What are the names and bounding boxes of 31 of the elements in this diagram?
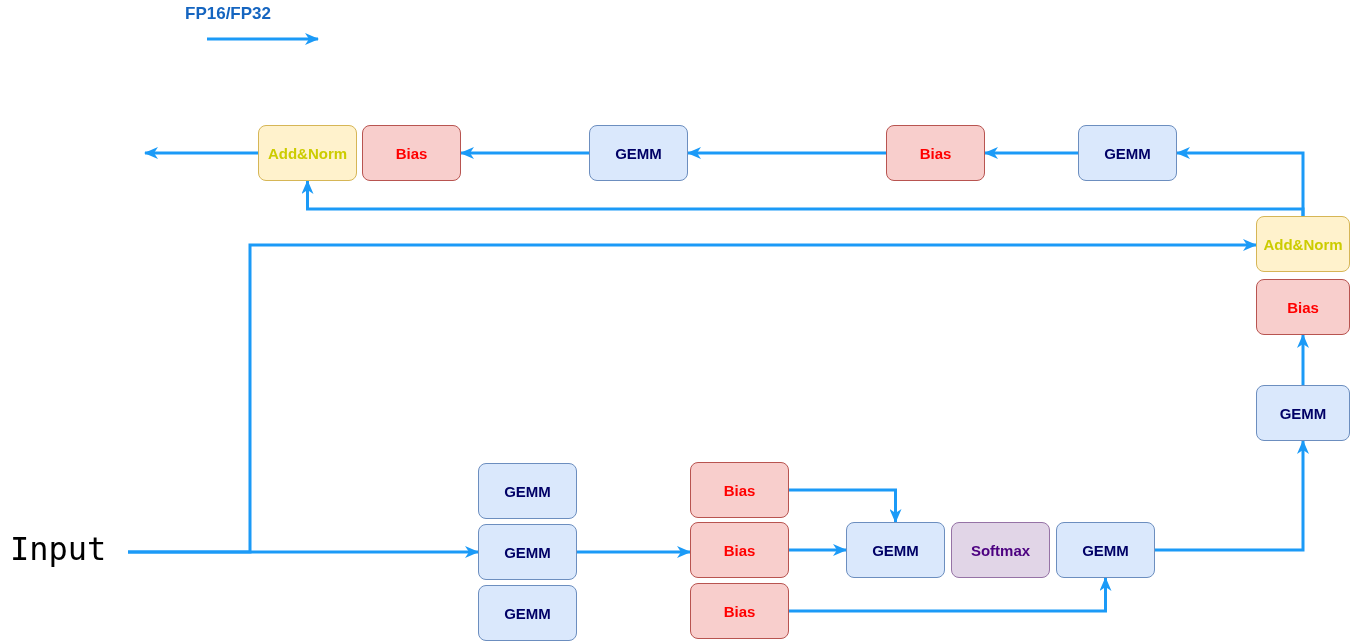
gemm-box: GEMM <box>1078 125 1177 181</box>
add-norm-box: Add&Norm <box>1256 216 1350 272</box>
arrow <box>984 147 1078 159</box>
softmax-box: Softmax <box>951 522 1050 578</box>
arrow <box>460 147 589 159</box>
bias-box: Bias <box>886 125 985 181</box>
legend-text: FP16/FP32 <box>185 4 271 24</box>
gemm-box: GEMM <box>589 125 688 181</box>
input-label: Input <box>10 530 107 568</box>
arrow <box>789 488 902 523</box>
bias-box: Bias <box>690 583 789 639</box>
add-norm-box: Add&Norm <box>258 125 357 181</box>
arrow <box>144 147 258 159</box>
arrow <box>789 577 1112 613</box>
gemm-box: GEMM <box>1056 522 1155 578</box>
gemm-box: GEMM <box>1256 385 1350 441</box>
arrow <box>1297 334 1309 385</box>
arrow <box>301 180 1305 217</box>
arrow <box>687 147 886 159</box>
bias-box: Bias <box>1256 279 1350 335</box>
gemm-box: GEMM <box>846 522 945 578</box>
bias-box: Bias <box>362 125 461 181</box>
gemm-box: GEMM <box>478 524 577 580</box>
gemm-box: GEMM <box>478 585 577 641</box>
gemm-box: GEMM <box>478 463 577 519</box>
arrow <box>128 239 1257 554</box>
arrow <box>789 544 847 556</box>
bias-box: Bias <box>690 462 789 518</box>
arrow <box>577 546 691 558</box>
arrow <box>1155 440 1309 552</box>
bias-box: Bias <box>690 522 789 578</box>
